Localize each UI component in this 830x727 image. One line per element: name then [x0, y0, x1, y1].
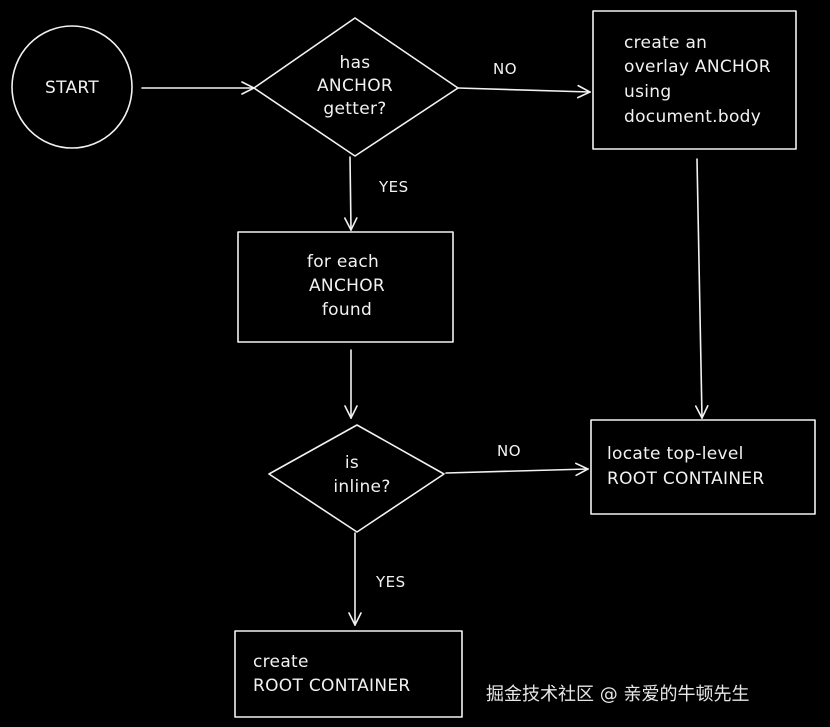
start-label: START [45, 78, 99, 98]
edge-has-anchor-no: NO [457, 60, 590, 92]
has-anchor-line-1: has [340, 53, 371, 73]
is-inline-line-2: inline? [333, 477, 390, 497]
edge-overlay-to-locate-root [697, 158, 702, 418]
for-each-line-2: ANCHOR [309, 276, 385, 296]
locate-root-line-2: ROOT CONTAINER [607, 469, 765, 489]
create-root-line-1: create [253, 652, 309, 672]
locate-root-box: locate top-level ROOT CONTAINER [590, 419, 816, 515]
has-anchor-decision: has ANCHOR getter? [253, 17, 459, 157]
locate-root-line-1: locate top-level [607, 444, 744, 464]
create-root-line-2: ROOT CONTAINER [253, 676, 411, 696]
create-overlay-line-3: using [624, 82, 671, 102]
start-node: START [11, 25, 133, 149]
has-anchor-line-2: ANCHOR [317, 76, 393, 96]
watermark-text: 掘金技术社区 @ 亲爱的牛顿先生 [486, 684, 750, 705]
for-each-line-1: for each [307, 252, 379, 272]
has-anchor-yes-label: YES [378, 178, 409, 196]
create-overlay-box: create an overlay ANCHOR using document.… [592, 10, 797, 150]
has-anchor-line-3: getter? [323, 99, 386, 119]
for-each-anchor-box: for each ANCHOR found [237, 231, 454, 343]
is-inline-decision: is inline? [268, 424, 445, 533]
create-overlay-line-1: create an [624, 33, 707, 53]
for-each-line-3: found [322, 300, 372, 320]
is-inline-no-label: NO [497, 442, 521, 460]
edge-is-inline-yes: YES [355, 532, 406, 625]
edge-is-inline-no: NO [445, 442, 588, 473]
create-root-box: create ROOT CONTAINER [234, 630, 463, 718]
is-inline-yes-label: YES [375, 573, 406, 591]
create-overlay-line-2: overlay ANCHOR [624, 57, 771, 77]
edge-has-anchor-yes: YES [350, 156, 409, 230]
has-anchor-no-label: NO [493, 60, 517, 78]
is-inline-line-1: is [345, 453, 359, 473]
create-overlay-line-4: document.body [624, 107, 761, 127]
